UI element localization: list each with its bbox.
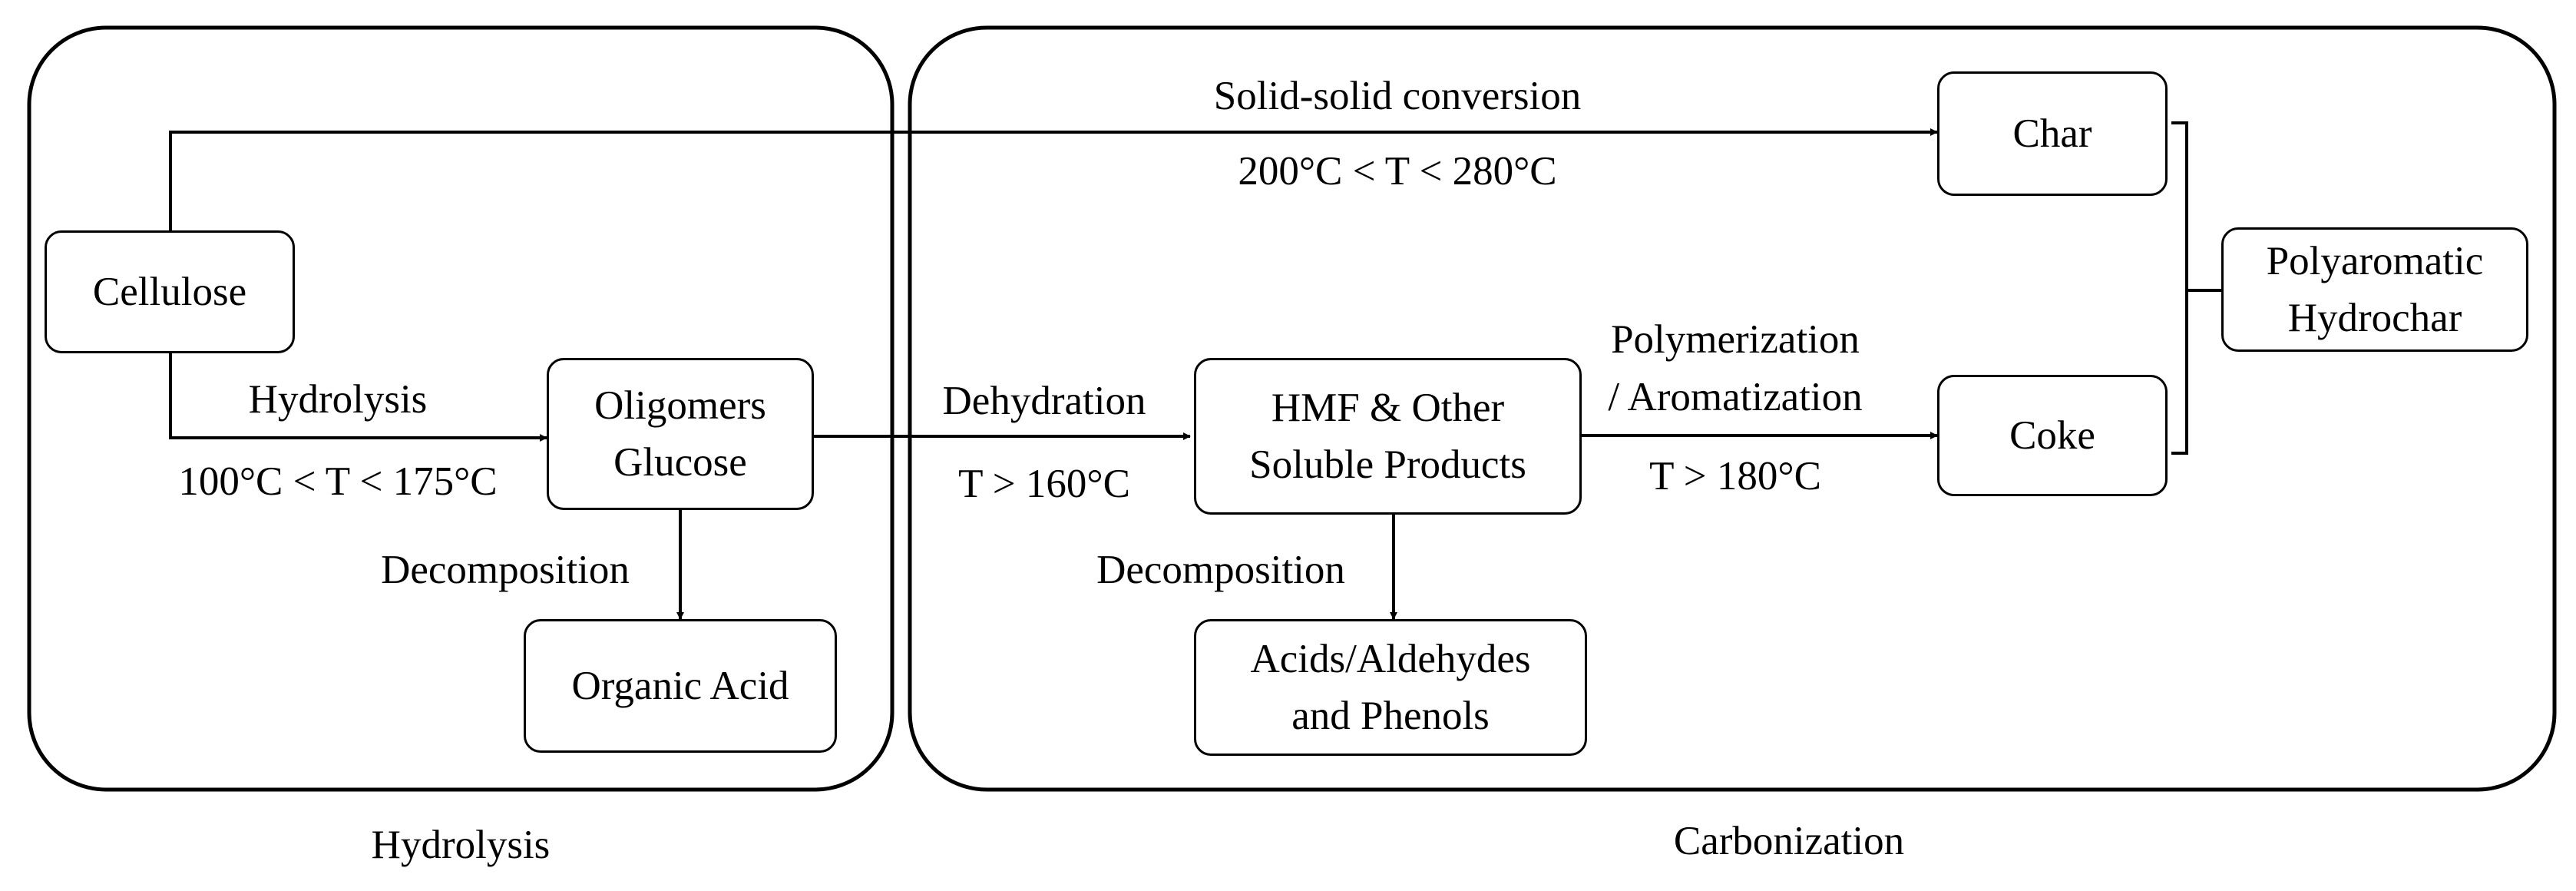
dehydration-label: Dehydration [942, 379, 1146, 423]
dehydration-temperature-label: T > 160°C [958, 462, 1130, 506]
coke-node: Coke [1937, 375, 2168, 496]
char-node: Char [1937, 71, 2168, 196]
solid-solid-conversion-label: Solid-solid conversion [1213, 74, 1582, 118]
aromatization-label: / Aromatization [1608, 375, 1863, 419]
solid-solid-temperature-label: 200°C < T < 280°C [1238, 149, 1557, 194]
phenols-label: and Phenols [1291, 694, 1490, 738]
polymerization-label: Polymerization [1611, 317, 1860, 362]
acids-aldehydes-node: Acids/Aldehydes and Phenols [1194, 619, 1587, 756]
polyaromatic-label: Polyaromatic [2266, 239, 2484, 283]
soluble-products-label: Soluble Products [1249, 442, 1526, 487]
carbonization-region-title: Carbonization [1673, 819, 1905, 863]
hmf-node: HMF & Other Soluble Products [1194, 358, 1582, 515]
hydrochar-label: Hydrochar [2287, 296, 2462, 340]
polyaromatic-hydrochar-node: Polyaromatic Hydrochar [2221, 227, 2528, 352]
decomposition-left-label: Decomposition [381, 548, 630, 592]
hydrolysis-temperature-label: 100°C < T < 175°C [178, 459, 498, 504]
polymerization-temperature-label: T > 180°C [1649, 454, 1821, 498]
oligomers-glucose-node: Oligomers Glucose [547, 358, 814, 510]
hydrolysis-region [27, 25, 894, 792]
coke-label: Coke [2009, 413, 2095, 458]
acids-aldehydes-label: Acids/Aldehydes [1250, 637, 1531, 681]
decomposition-right-label: Decomposition [1096, 548, 1345, 592]
hydrolysis-arrow [169, 353, 547, 442]
hydrolysis-process-label: Hydrolysis [248, 377, 428, 422]
glucose-label: Glucose [613, 440, 747, 485]
organic-acid-node: Organic Acid [524, 619, 837, 753]
hmf-label: HMF & Other [1271, 386, 1505, 430]
oligomers-label: Oligomers [594, 383, 766, 428]
solid-solid-arrow [169, 128, 1938, 230]
hydrolysis-region-title: Hydrolysis [371, 823, 551, 867]
char-coke-bracket [2171, 121, 2221, 455]
organic-acid-label: Organic Acid [571, 664, 789, 708]
char-label: Char [2012, 111, 2092, 156]
cellulose-label: Cellulose [92, 270, 247, 314]
carbonization-region [908, 25, 2557, 792]
cellulose-node: Cellulose [45, 230, 295, 353]
